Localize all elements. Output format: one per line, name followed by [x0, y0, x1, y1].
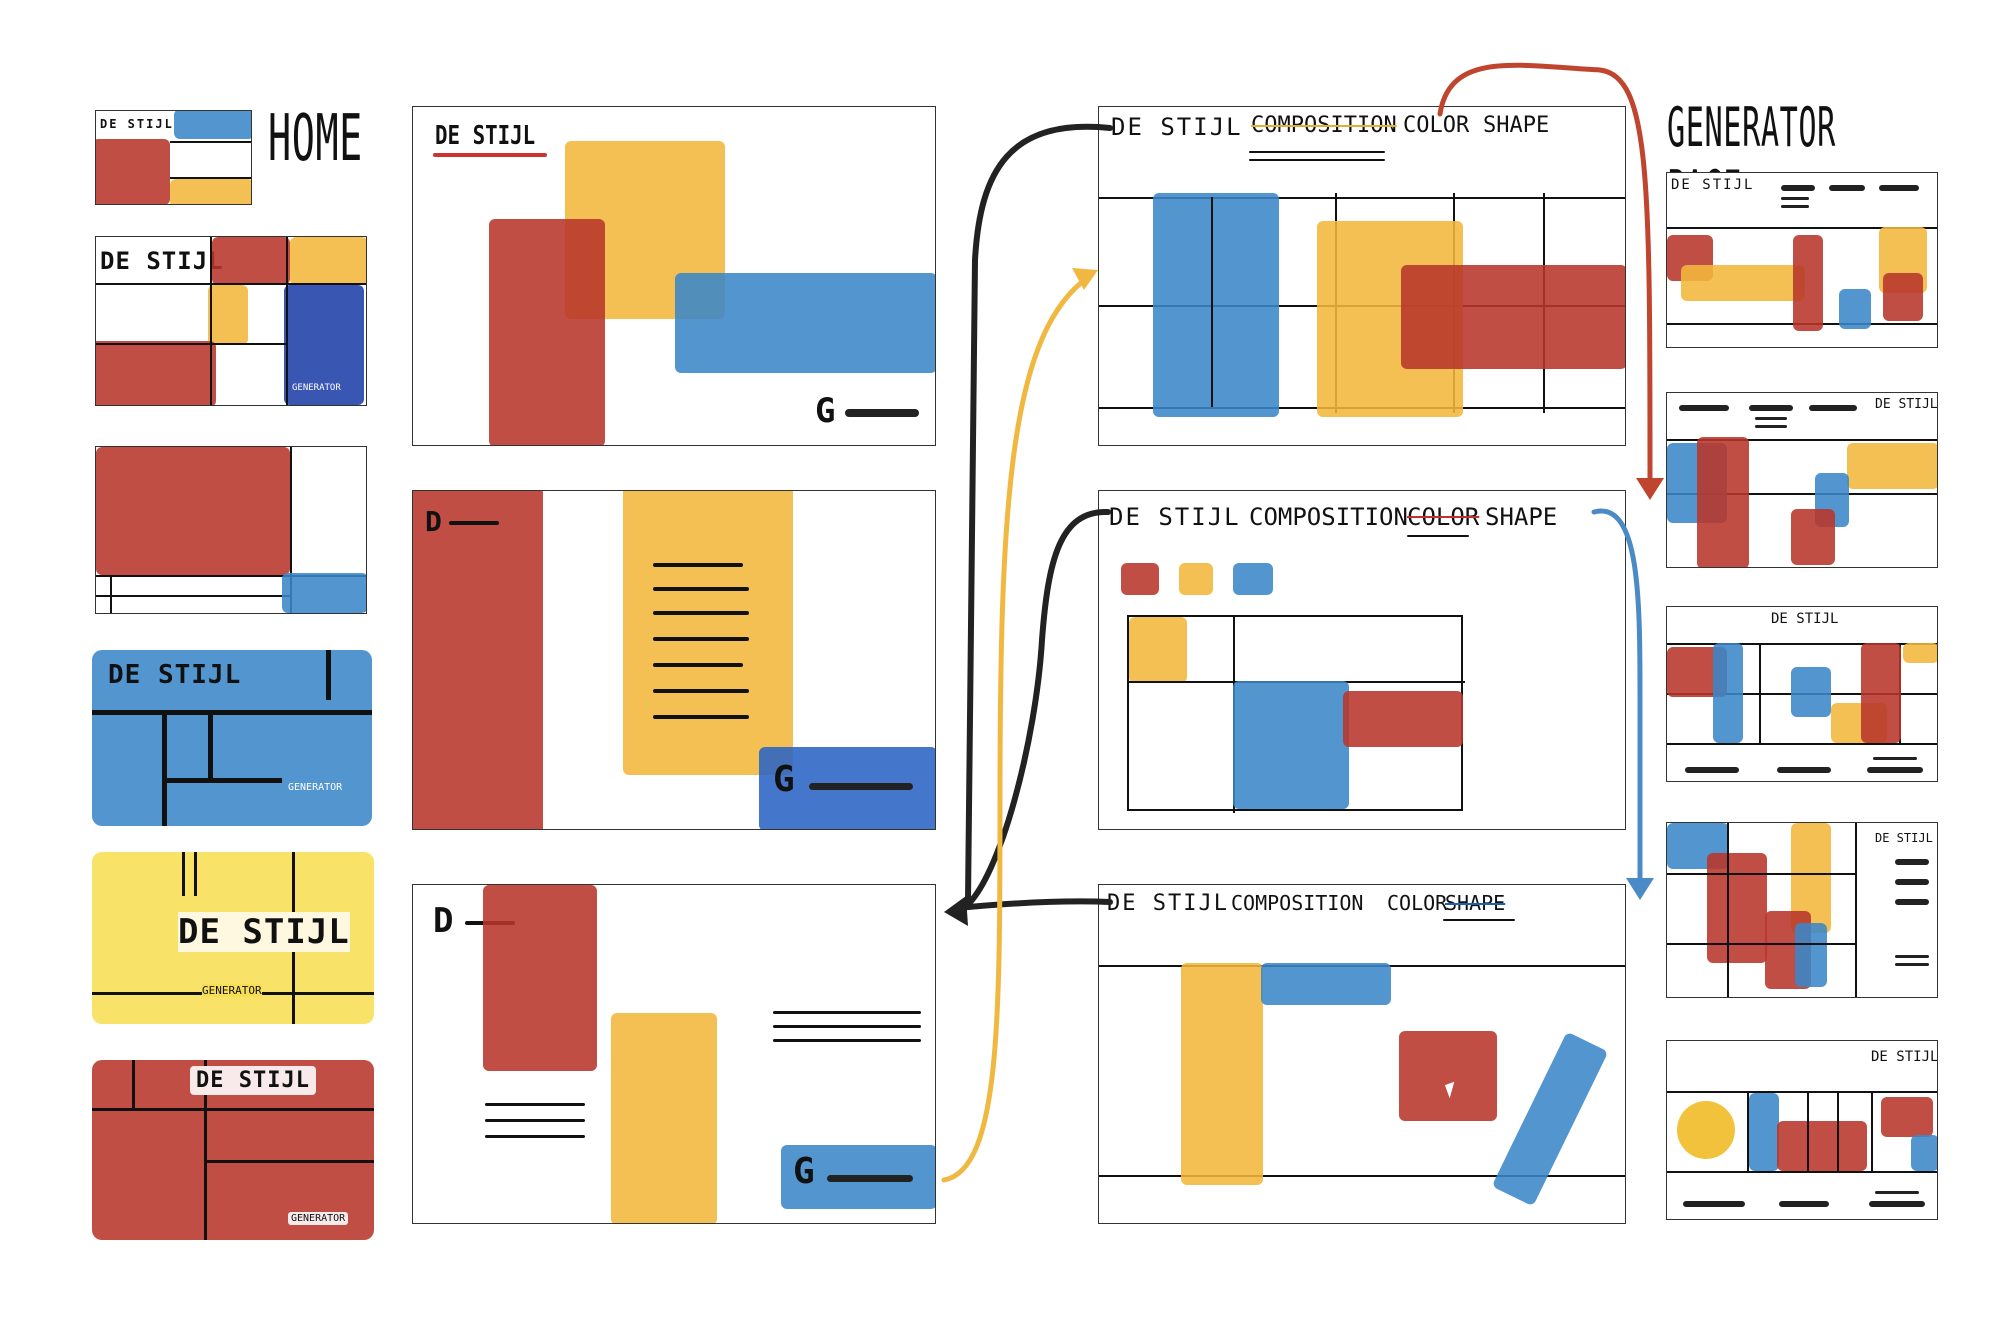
arrow-composition-to-home	[968, 127, 1110, 900]
nav-logo: DE STIJL	[1107, 891, 1229, 916]
arrow-head-composition	[1072, 268, 1098, 290]
thumb-logo: DE STIJL	[190, 1066, 316, 1095]
thumb-generator-label: GENERATOR	[288, 782, 342, 793]
home-thumbnail-1: DE STIJL	[95, 110, 252, 205]
nav-composition[interactable]: COMPOSITION	[1249, 503, 1408, 531]
generator-button-label[interactable]: G	[815, 391, 837, 431]
nav-color[interactable]: COLOR	[1407, 503, 1479, 531]
generator-button-label[interactable]: G	[793, 1151, 817, 1192]
nav-logo: DE STIJL	[1109, 503, 1241, 531]
nav-color[interactable]: COLOR	[1387, 891, 1447, 915]
arrow-head-generator-page-red	[1636, 478, 1664, 500]
thumb-logo: DE STIJL	[1875, 397, 1938, 412]
thumb-logo: DE STIJL	[1771, 611, 1838, 627]
generator-thumbnail-5: DE STIJL	[1666, 1040, 1938, 1220]
home-sketch-3: D G	[412, 884, 936, 1224]
color-swatch-red[interactable]	[1121, 563, 1159, 595]
generator-thumbnail-2: DE STIJL	[1666, 392, 1938, 568]
arrow-shape-to-home	[958, 901, 1110, 908]
thumb-logo: DE STIJL	[100, 247, 224, 275]
generator-sketch-composition: DE STIJL COMPOSITION COLOR SHAPE	[1098, 106, 1626, 446]
home-thumbnail-3	[95, 446, 367, 614]
thumb-logo: DE STIJL	[1671, 177, 1754, 193]
color-swatch-blue[interactable]	[1233, 563, 1273, 595]
generator-thumbnail-4: DE STIJL	[1666, 822, 1938, 998]
home-sketch-2: D G	[412, 490, 936, 830]
nav-composition[interactable]: COMPOSITION	[1231, 891, 1363, 915]
thumb-logo: DE STIJL	[178, 912, 350, 952]
home-thumbnail-5: DE STIJL GENERATOR	[92, 852, 374, 1024]
thumb-generator-label: GENERATOR	[202, 984, 262, 997]
nav-shape[interactable]: SHAPE	[1483, 113, 1549, 138]
arrow-g-to-composition	[944, 276, 1090, 1180]
home-title: HOME	[268, 102, 363, 176]
detail-label: D	[433, 901, 455, 941]
nav-color[interactable]: COLOR	[1403, 113, 1469, 138]
home-thumbnail-2: DE STIJL GENERATOR	[95, 236, 367, 406]
generator-sketch-color: DE STIJL COMPOSITION COLOR SHAPE	[1098, 490, 1626, 830]
nav-composition[interactable]: COMPOSITION	[1251, 113, 1397, 138]
home-thumbnail-6: DE STIJL GENERATOR	[92, 1060, 374, 1240]
nav-logo: DE STIJL	[1111, 113, 1243, 141]
generator-thumbnail-3: DE STIJL	[1666, 606, 1938, 782]
arrow-head-generator-page-blue	[1626, 878, 1654, 900]
generator-thumbnail-1: DE STIJL	[1666, 172, 1938, 348]
detail-label: D	[425, 505, 444, 538]
generator-button-label[interactable]: G	[773, 759, 797, 800]
arrow-head-home	[944, 896, 968, 926]
thumb-logo: DE STIJL	[1875, 831, 1933, 845]
nav-shape[interactable]: SHAPE	[1485, 503, 1557, 531]
generator-sketch-shape: DE STIJL COMPOSITION COLOR SHAPE	[1098, 884, 1626, 1224]
thumb-logo: DE STIJL	[100, 117, 174, 131]
yellow-circle-shape	[1677, 1101, 1735, 1159]
arrow-color-to-home	[964, 512, 1108, 908]
nav-shape[interactable]: SHAPE	[1445, 891, 1505, 915]
color-swatch-yellow[interactable]	[1179, 563, 1213, 595]
home-sketch-1: DE STIJL G	[412, 106, 936, 446]
thumb-logo: DE STIJL	[1871, 1049, 1938, 1065]
thumb-logo: DE STIJL	[108, 660, 241, 690]
thumb-generator-label: GENERATOR	[292, 383, 341, 393]
sketch-logo: DE STIJL	[435, 121, 535, 151]
home-thumbnail-4: DE STIJL GENERATOR	[92, 650, 372, 826]
canvas[interactable]	[1127, 615, 1463, 811]
thumb-generator-label: GENERATOR	[288, 1212, 348, 1225]
